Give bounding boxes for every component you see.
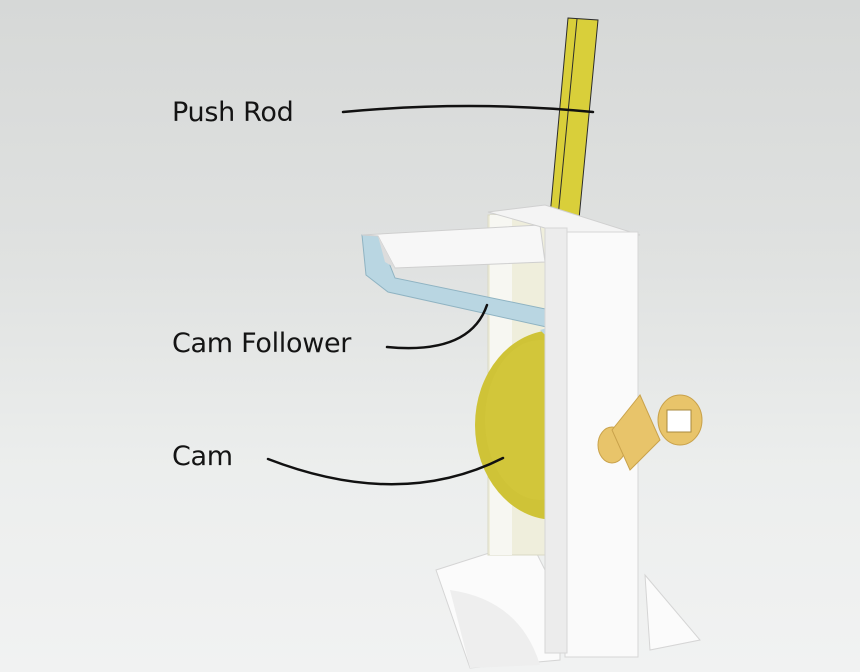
push-rod-leader-line <box>341 104 595 114</box>
crank-handle <box>597 394 703 471</box>
leader-lines <box>266 104 595 486</box>
base-feet <box>435 539 701 669</box>
label-cam-follower: Cam Follower <box>172 328 352 359</box>
label-cam: Cam <box>172 441 233 472</box>
label-push-rod: Push Rod <box>172 97 294 128</box>
cam-leader-line <box>266 456 505 486</box>
cam-follower-leader-line <box>385 303 489 350</box>
follower-top-arm <box>361 224 546 269</box>
